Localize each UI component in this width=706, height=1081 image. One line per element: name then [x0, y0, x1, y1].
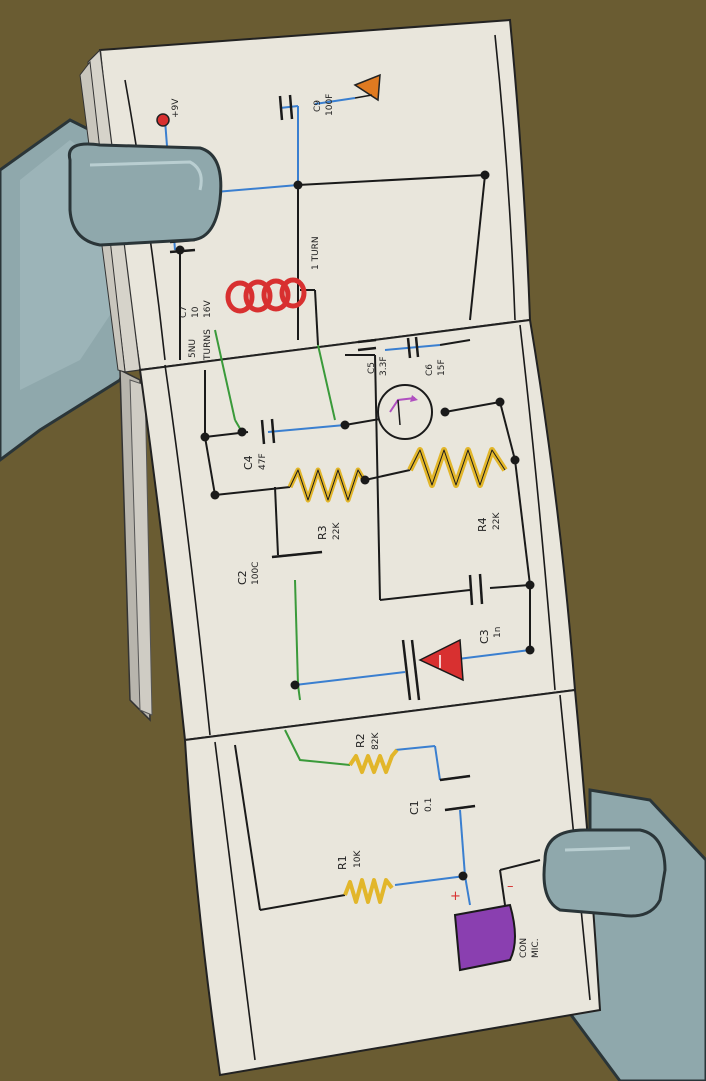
- label-c6: C6: [425, 364, 435, 376]
- condenser-microphone: [453, 903, 516, 972]
- label-mic-a: CON: [519, 938, 529, 958]
- label-c2-value: 100C: [251, 562, 261, 585]
- label-c7-value: 10: [191, 306, 201, 318]
- label-c5: C5: [367, 362, 377, 374]
- junction-dots: [175, 170, 535, 881]
- label-c1: C1: [408, 800, 421, 815]
- label-c1-value: 0.1: [424, 798, 434, 812]
- antenna: [353, 73, 381, 102]
- label-supply: +9V: [171, 98, 181, 118]
- label-c7-voltage: 16V: [203, 300, 213, 318]
- label-c5-value: 3.3F: [379, 357, 389, 377]
- label-minus: –: [507, 879, 514, 894]
- label-plus: +: [450, 889, 461, 904]
- label-c3: C3: [478, 629, 491, 644]
- component-labels: +9V C9 100F C7 10 16V 1 TURN 5NU TURNS C…: [171, 94, 541, 958]
- supply-terminal: [156, 113, 170, 127]
- label-c2: C2: [236, 570, 249, 585]
- label-c9-value: 100F: [325, 94, 335, 116]
- label-r3: R3: [316, 525, 329, 540]
- left-robot-thumb: [67, 142, 223, 247]
- capacitor-c3: [468, 573, 484, 606]
- label-c9: C9: [313, 100, 323, 112]
- label-one-turn: 1 TURN: [311, 236, 321, 270]
- diode: [401, 638, 464, 701]
- capacitor-c2: [271, 550, 323, 559]
- capacitor-c4: [260, 418, 276, 445]
- label-r4: R4: [476, 517, 489, 532]
- wires-blue: [164, 97, 531, 906]
- label-c4-value: 47F: [258, 453, 268, 470]
- label-c6-value: 15F: [437, 359, 447, 376]
- label-r2-value: 82K: [371, 732, 381, 750]
- label-r1: R1: [336, 855, 349, 870]
- inductor-coil: [225, 277, 307, 314]
- capacitor-c5: [357, 338, 377, 352]
- label-r3-value: 22K: [332, 522, 342, 540]
- right-robot-thumb: [542, 828, 667, 918]
- capacitor-c9: [278, 94, 294, 121]
- label-c4: C4: [242, 455, 255, 470]
- transistor: [377, 384, 433, 440]
- label-five-turns-a: 5NU: [188, 339, 198, 358]
- label-r1-value: 10K: [353, 850, 363, 868]
- resistor-r2: [348, 748, 399, 774]
- resistor-r1: [343, 878, 394, 904]
- label-mic-b: MIC.: [531, 938, 541, 958]
- label-five-turns-b: TURNS: [203, 329, 213, 361]
- label-c3-value: 1n: [493, 627, 503, 638]
- label-c7: C7: [179, 306, 189, 318]
- capacitor-c6: [406, 336, 420, 359]
- capacitor-c1: [439, 774, 476, 812]
- label-r4-value: 22K: [492, 512, 502, 530]
- booklet-page-bottom: [183, 688, 602, 1077]
- label-r2: R2: [354, 733, 367, 748]
